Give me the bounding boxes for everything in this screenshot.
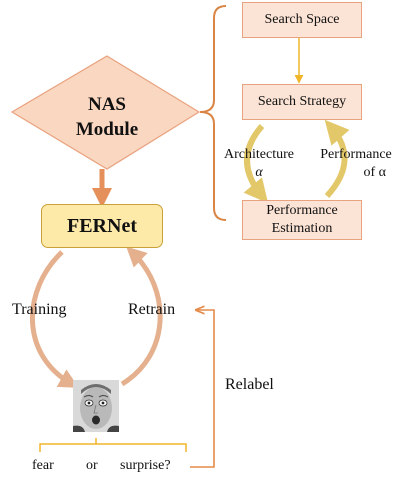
choice-or: or [86,458,98,473]
nas-module-label: NAS Module [57,92,157,142]
perf-est-line2: Estimation [271,221,333,236]
choice-bracket [39,438,187,452]
nas-label-line1: NAS [87,94,126,115]
architecture-label: Architecture α [219,146,299,182]
search-strategy-box: Search Strategy [242,84,362,120]
training-label: Training [12,301,67,318]
retrain-loop-arrow [120,246,163,387]
perf-est-line1: Performance [266,203,338,218]
choice-fear: fear [32,458,54,473]
cycle-arrow-left [243,124,269,204]
architecture-line2: α [255,165,263,180]
face-image [73,380,119,432]
architecture-line1: Architecture [224,147,294,162]
nas-label-line2: Module [75,119,139,140]
relabel-arrow [190,310,215,468]
choice-surprise: surprise? [120,458,171,473]
nas-module-diamond [10,55,201,170]
performance-of-line1: Performance [320,147,392,162]
fernet-box: FERNet [41,204,163,248]
training-loop-arrow [30,250,79,388]
search-space-box: Search Space [242,2,362,38]
retrain-label: Retrain [128,301,176,318]
cycle-arrow-right [324,119,350,199]
nas-components-bracket [199,5,227,221]
relabel-label: Relabel [225,376,274,393]
performance-estimation-box: Performance Estimation [242,200,362,240]
performance-of-alpha-label: Performance of α [312,146,400,182]
performance-of-line2: of α [363,165,387,180]
